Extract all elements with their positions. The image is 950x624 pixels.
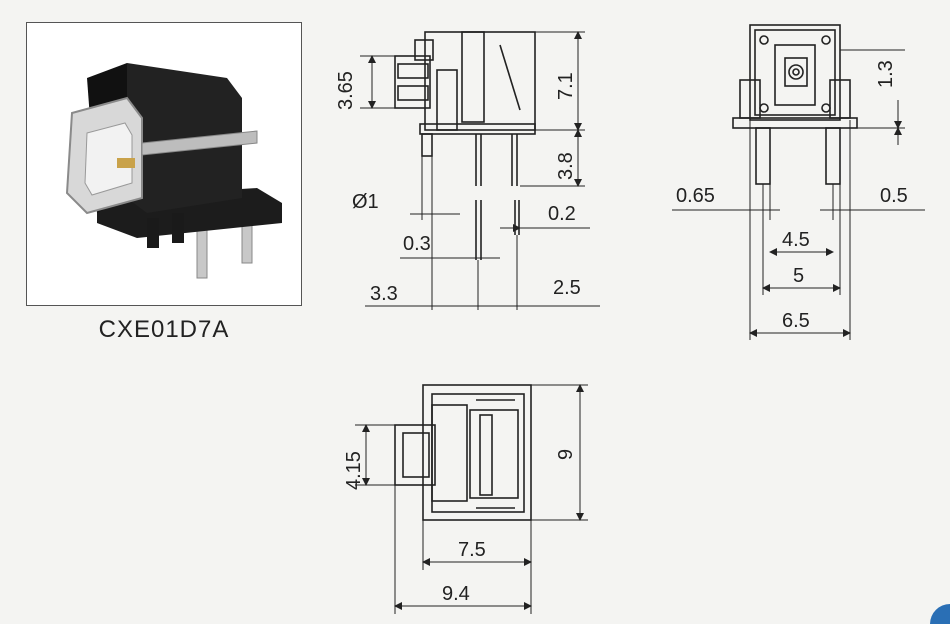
dim-3-65: 3.65: [335, 71, 357, 110]
dim-6-5: 6.5: [782, 310, 810, 332]
dim-7-5: 7.5: [458, 539, 486, 561]
front-view: [672, 24, 925, 340]
dim-4-5: 4.5: [782, 229, 810, 251]
product-photo: [65, 63, 282, 279]
model-caption: CXE01D7A: [98, 316, 230, 343]
dim-3-8: 3.8: [555, 152, 577, 180]
dim-5: 5: [793, 265, 804, 287]
dim-0-5: 0.5: [880, 185, 908, 207]
product-photo-frame: [26, 22, 302, 306]
dim-0-65: 0.65: [676, 185, 715, 207]
side-view: [360, 31, 600, 310]
dim-9: 9: [555, 449, 577, 460]
dim-0-3: 0.3: [403, 233, 431, 255]
dim-2-5: 2.5: [553, 277, 581, 299]
dim-0-2: 0.2: [548, 203, 576, 225]
dim-4-15: 4.15: [343, 451, 365, 490]
dim-3-3: 3.3: [370, 283, 398, 305]
corner-accent: [930, 604, 950, 624]
top-view: [355, 384, 588, 614]
dim-1-3: 1.3: [875, 60, 897, 88]
dim-9-4: 9.4: [442, 583, 470, 605]
dim-7-1: 7.1: [555, 72, 577, 100]
dim-diameter-1: Ø1: [352, 191, 379, 213]
